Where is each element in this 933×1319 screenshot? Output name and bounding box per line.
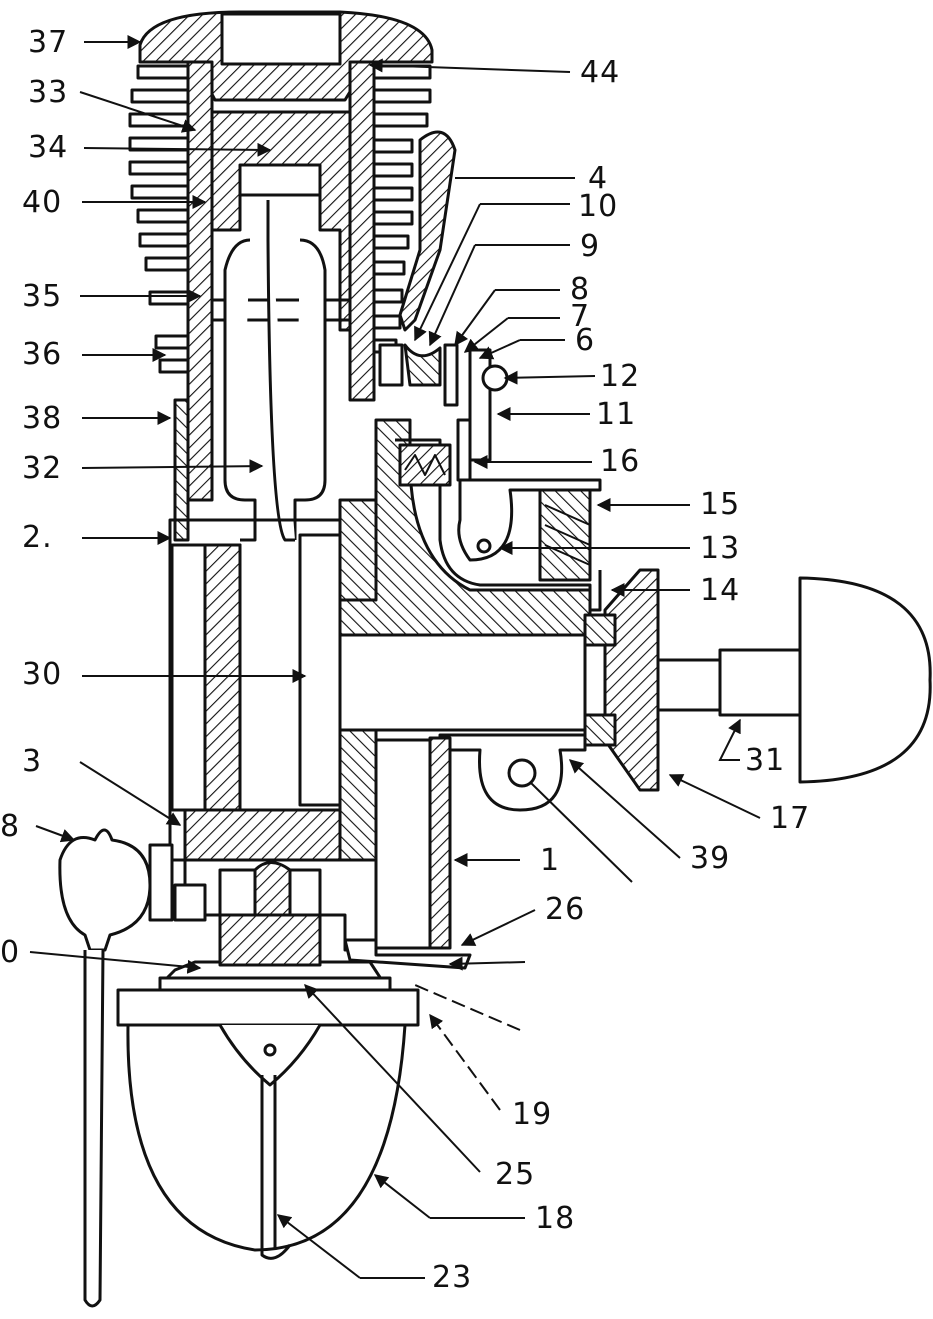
label-13: 13	[700, 531, 741, 566]
label-4: 4	[588, 161, 609, 196]
base-plate	[116, 960, 420, 1027]
label-25: 25	[495, 1157, 536, 1192]
leader-lines	[29, 35, 761, 1279]
label-1: 1	[540, 843, 561, 878]
label-44: 44	[580, 55, 621, 90]
connecting-rod	[223, 200, 327, 542]
label-30: 30	[22, 657, 63, 692]
label-10: 10	[578, 189, 619, 224]
side-tube	[374, 736, 452, 950]
label-35: 35	[22, 279, 63, 314]
label-37: 37	[28, 25, 69, 60]
lower-crankcase	[168, 858, 472, 970]
label-3: 3	[22, 744, 43, 779]
label-23: 23	[432, 1260, 473, 1295]
label-18: 18	[535, 1201, 576, 1236]
label-14: 14	[700, 573, 741, 608]
label-19: 19	[512, 1097, 553, 1132]
label-26: 26	[545, 892, 586, 927]
label-32: 32	[22, 451, 63, 486]
piston	[210, 110, 352, 332]
label-15: 15	[700, 487, 741, 522]
crankshaft	[298, 533, 932, 807]
label-12: 12	[600, 359, 641, 394]
label-8b: 8	[570, 272, 591, 307]
label-2: 2.	[22, 520, 53, 555]
bearing-housing	[438, 733, 587, 812]
label-0: 0	[0, 935, 21, 970]
label-36: 36	[22, 337, 63, 372]
label-7: 7	[570, 299, 591, 334]
label-16: 16	[600, 444, 641, 479]
label-11: 11	[596, 397, 637, 432]
label-38: 38	[22, 401, 63, 436]
label-39: 39	[690, 841, 731, 876]
needle-valve	[58, 828, 174, 1308]
label-8: 8	[0, 809, 21, 844]
label-6: 6	[575, 323, 596, 358]
cylinder-head	[138, 10, 434, 102]
label-34: 34	[28, 130, 69, 165]
label-40: 40	[22, 185, 63, 220]
label-9: 9	[580, 229, 601, 264]
label-17: 17	[770, 801, 811, 836]
contact-breaker	[378, 130, 602, 612]
label-31: 31	[745, 743, 786, 778]
label-33: 33	[28, 75, 69, 110]
flywheel	[583, 568, 660, 792]
fuel-tank	[126, 1024, 407, 1260]
